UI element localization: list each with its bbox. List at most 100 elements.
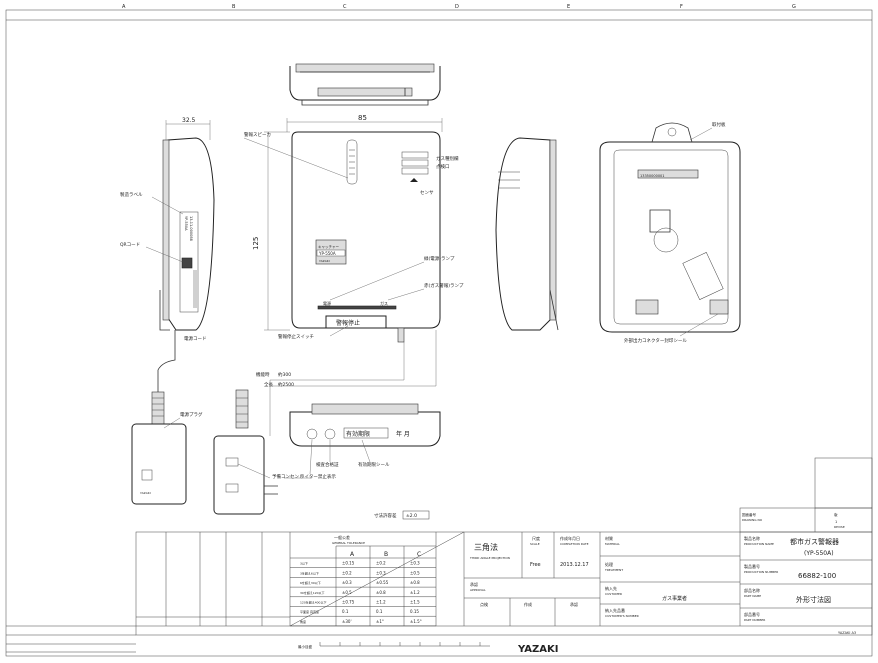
- tol-cell: ±30': [342, 619, 352, 624]
- serial-a: YP-550A: [184, 216, 188, 231]
- led-power-label: 電源: [323, 300, 331, 306]
- plug-mark: YAZAKI: [140, 491, 151, 495]
- spare-outlet-adapter: 予備コンセント: [213, 389, 312, 515]
- stop-text: 警報停止: [336, 319, 360, 327]
- tol-cell: ±0.15: [342, 561, 355, 566]
- approval-label: 承認: [470, 581, 478, 587]
- tol-cell: ±0.2: [342, 570, 352, 575]
- qr-code-mark: [181, 257, 193, 269]
- label-mount-plate: 取付板: [712, 121, 726, 128]
- border-col-g: G: [792, 4, 796, 10]
- inspected-label: 点検: [480, 601, 488, 607]
- serial-b: 13-11-000088: [189, 216, 193, 241]
- scale-label: 尺度: [532, 535, 540, 541]
- treatment-en: TREATMENT: [604, 568, 623, 572]
- tol-cell: ±1.2: [410, 590, 420, 595]
- expiry-text: 有効期限: [346, 430, 370, 438]
- tol-row-label: 6を超え30以下: [300, 580, 321, 585]
- label-power-lamp: 緑(電源)ランプ: [424, 255, 455, 262]
- treatment-label: 処理: [605, 561, 613, 567]
- maker-name: YAZAKI: [319, 259, 330, 263]
- tolerance-note: 寸法許容差 ±2.0: [374, 510, 430, 520]
- drawing-no-label: 図面番号: [742, 512, 756, 517]
- label-ext-len-val: 約300: [278, 371, 291, 378]
- label-gas-lamp: 赤(ガス警報)ランプ: [424, 282, 464, 289]
- tol-cell: 0.1: [376, 609, 383, 614]
- dim-depth: 32.5: [182, 117, 196, 124]
- label-total-len: 全長: [264, 381, 273, 388]
- tolerance-label: 寸法許容差: [374, 512, 397, 519]
- product-name-value2: (YP-550A): [804, 550, 834, 557]
- barcode-num: 13350000001: [640, 174, 665, 178]
- border-col-b: B: [232, 4, 236, 10]
- border-col-f: F: [680, 4, 683, 10]
- customer-en: CUSTOMER: [605, 592, 622, 596]
- approval-en: APPROVAL: [470, 588, 486, 592]
- top-view: [289, 63, 441, 106]
- min-scale-label: 最小目盛: [298, 644, 312, 649]
- tol-cell: ±1.5°: [410, 619, 422, 624]
- border-column-labels: A B C D E F G: [122, 4, 796, 10]
- tol-row-label: 平面度 真直度: [300, 609, 319, 614]
- date-value: 2013.12.17: [560, 562, 589, 568]
- tol-row-label: 角度: [300, 619, 306, 624]
- cord-length: 機能時 約300 全長 約2500: [256, 330, 437, 436]
- border-col-e: E: [567, 4, 570, 10]
- drawing-no-en: DRAWING NO: [742, 518, 763, 522]
- tol-cell: ±0.3: [410, 561, 420, 566]
- model-name: YP-550A: [318, 251, 336, 256]
- label-total-len-val: 約2500: [278, 381, 294, 388]
- label-vent: 点検口: [436, 163, 450, 170]
- material-en: MATERIAL: [605, 542, 620, 546]
- tol-row-label: 3以下: [300, 562, 308, 566]
- drawn-label: 承認: [570, 601, 578, 607]
- tol-cell: ±0.55: [376, 580, 389, 585]
- tol-col-a: A: [350, 551, 355, 558]
- product-no-value: 66882-100: [798, 572, 836, 580]
- label-mfg: 製造ラベル: [120, 191, 143, 198]
- general-tol-en: GENERAL TOLERANCE: [332, 541, 365, 545]
- tol-col-c: C: [417, 551, 421, 558]
- customer-label: 納入先: [605, 585, 617, 591]
- product-name-en: PRODUCTION NAME: [744, 542, 774, 546]
- label-spare-outlet: 予備コンセント: [272, 473, 304, 480]
- dim-height: 125: [252, 237, 260, 250]
- checked-label: 作成: [524, 601, 532, 607]
- product-no-label: 製品番号: [744, 563, 760, 569]
- customer-no-label: 納入先品番: [605, 607, 625, 613]
- dim-width: 85: [358, 114, 367, 122]
- tol-cell: ±0.2: [376, 561, 386, 566]
- label-sensor: センサ: [420, 190, 434, 196]
- scale-en: SCALE: [530, 542, 540, 546]
- company-logo: YAZAKI: [517, 644, 558, 655]
- label-inspection: 検査合格証: [316, 461, 339, 468]
- label-speaker: 警報スピーカ: [244, 131, 271, 138]
- tol-col-b: B: [384, 551, 388, 558]
- tol-row-label: 3を超え6以下: [300, 570, 319, 575]
- product-name-value: 都市ガス警報器: [790, 537, 839, 546]
- tol-cell: 0.15: [410, 609, 419, 614]
- tol-rows: 3以下 ±0.15 ±0.2 ±0.3 3を超え6以下 ±0.2 ±0.3 ±0.5 6を超え3…: [290, 561, 436, 627]
- scale-value: Free: [530, 562, 541, 568]
- label-ext-len: 機能時: [256, 371, 270, 378]
- tol-cell: ±0.8: [376, 590, 386, 595]
- right-side-view: [495, 137, 559, 331]
- label-expiry-seal: 有効期限シール: [358, 461, 390, 468]
- part-name-en: PART NAME: [744, 594, 761, 598]
- part-no-en: PART NUMBER: [744, 618, 765, 622]
- tol-cell: ±1.5: [410, 600, 420, 605]
- part-no-label: 部品番号: [744, 611, 760, 617]
- product-no-en: PRODUCTION NUMBER: [744, 570, 778, 574]
- label-power-cord: 電源コード: [184, 335, 207, 342]
- tol-cell: ±0.5: [410, 570, 420, 575]
- label-gas-type: ガス種別欄: [436, 155, 459, 162]
- label-qr: QRコード: [120, 242, 140, 248]
- revision-value: 1: [835, 520, 837, 524]
- tol-cell: ±0.3: [376, 570, 386, 575]
- part-name-value: 外形寸法図: [796, 595, 831, 604]
- revision-label: 版: [834, 512, 838, 517]
- tol-cell: ±1.2: [376, 600, 386, 605]
- sheet-size: YAZAKI A3: [838, 631, 856, 635]
